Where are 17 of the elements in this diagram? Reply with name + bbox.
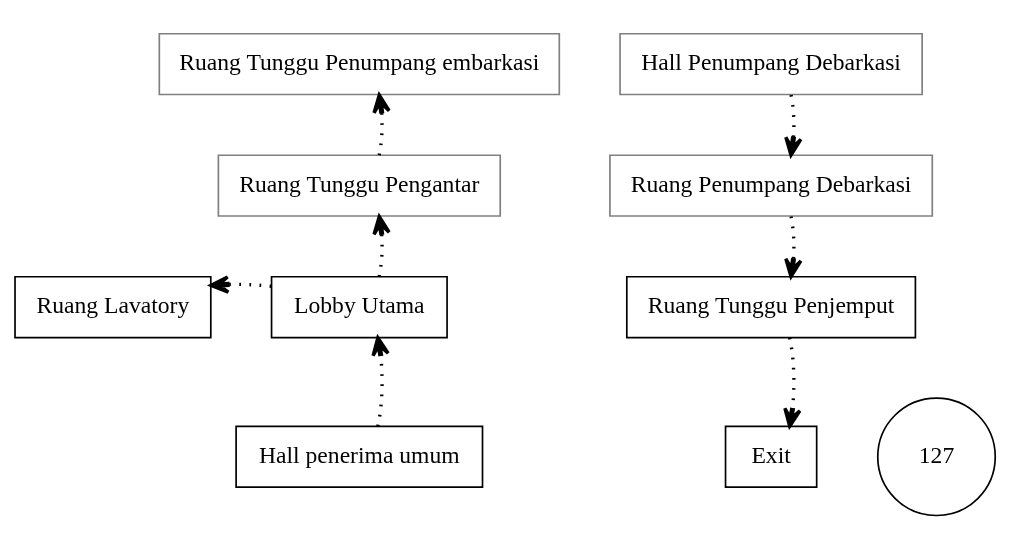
- arrow: [784, 216, 803, 279]
- node-box: Exit: [724, 425, 818, 488]
- arrow: [783, 337, 802, 428]
- arrow: [784, 94, 803, 157]
- arrow: [209, 275, 272, 294]
- arrow: [372, 214, 391, 277]
- node-box: Hall penerima umum: [235, 425, 484, 488]
- node-box: Ruang Penumpang Debarkasi: [609, 154, 934, 217]
- node-box: Ruang Tunggu Penumpang embarkasi: [158, 32, 561, 96]
- node-box: Ruang Lavatory: [14, 275, 212, 339]
- node-box: Hall Penumpang Debarkasi: [619, 32, 923, 96]
- node-circle: 127: [876, 397, 997, 517]
- node-box: Ruang Tunggu Pengantar: [217, 154, 502, 217]
- arrow: [372, 93, 391, 156]
- node-box: Ruang Tunggu Penjemput: [625, 275, 917, 339]
- node-box: Lobby Utama: [270, 275, 448, 339]
- arrow: [371, 336, 390, 427]
